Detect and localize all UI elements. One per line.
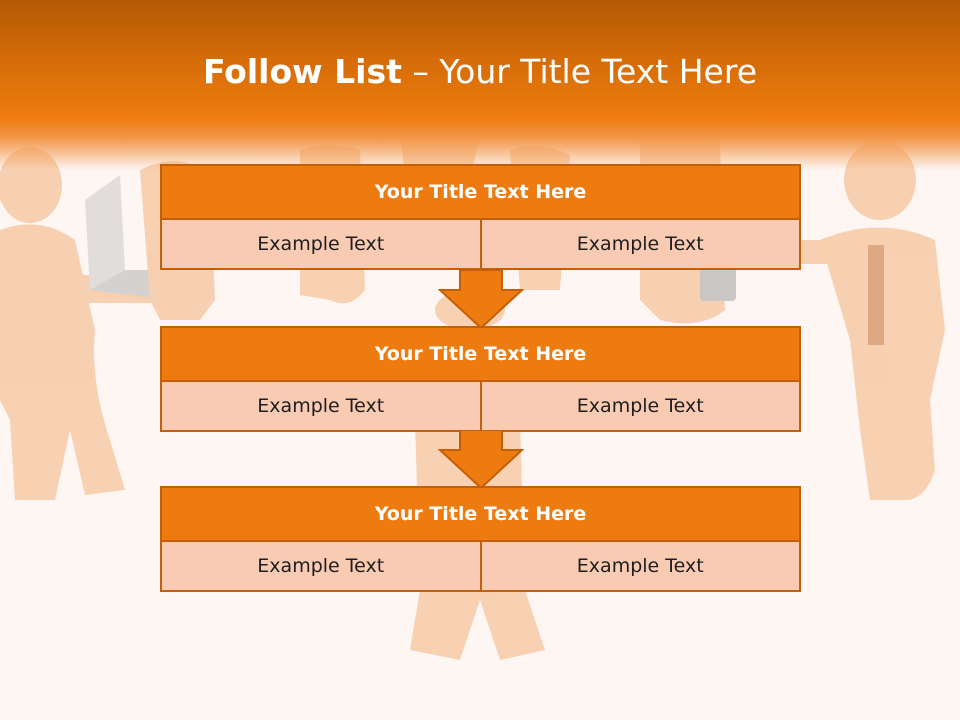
header-band xyxy=(0,0,960,170)
list-block-3: Your Title Text Here Example Text Exampl… xyxy=(160,486,801,592)
block-title: Your Title Text Here xyxy=(160,486,801,542)
block-cell-right: Example Text xyxy=(479,220,799,268)
block-cell-left: Example Text xyxy=(162,542,480,590)
list-block-1: Your Title Text Here Example Text Exampl… xyxy=(160,164,801,270)
list-block-2: Your Title Text Here Example Text Exampl… xyxy=(160,326,801,432)
block-row: Example Text Example Text xyxy=(160,542,801,592)
down-arrow-icon xyxy=(438,430,524,490)
title-separator: – xyxy=(401,52,440,91)
block-cell-right: Example Text xyxy=(479,542,799,590)
block-row: Example Text Example Text xyxy=(160,220,801,270)
title-bold: Follow List xyxy=(202,52,402,91)
title-rest: Your Title Text Here xyxy=(439,52,758,91)
block-title: Your Title Text Here xyxy=(160,164,801,220)
block-row: Example Text Example Text xyxy=(160,382,801,432)
down-arrow-icon xyxy=(438,270,524,330)
page-title: Follow List – Your Title Text Here xyxy=(0,52,960,91)
block-cell-left: Example Text xyxy=(162,382,480,430)
block-cell-left: Example Text xyxy=(162,220,480,268)
block-title: Your Title Text Here xyxy=(160,326,801,382)
block-cell-right: Example Text xyxy=(479,382,799,430)
